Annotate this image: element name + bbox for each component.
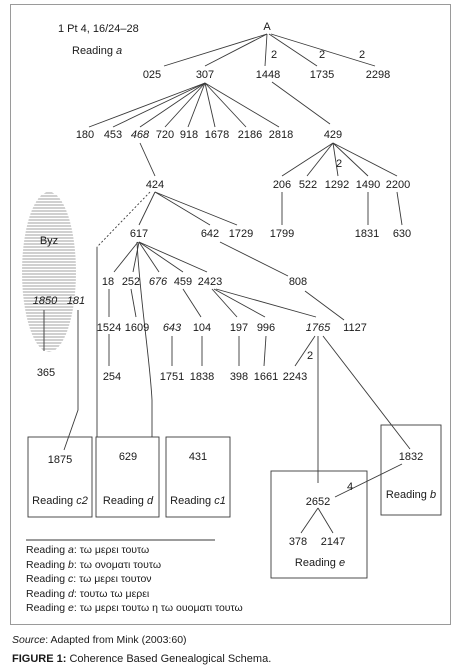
box-e-label: Reading e: [295, 557, 345, 569]
node-254: 254: [103, 371, 121, 383]
node-A: A: [263, 21, 271, 33]
byz-ellipse: [22, 192, 76, 352]
node-1765: 1765: [306, 322, 331, 334]
node-206: 206: [273, 179, 291, 191]
passage-label: 1 Pt 4, 16/24–28: [58, 23, 139, 35]
node-104: 104: [193, 322, 211, 334]
node-2186: 2186: [238, 129, 262, 141]
node-1524: 1524: [97, 322, 121, 334]
node-181: 181: [67, 295, 85, 307]
box-reading-b: [380, 424, 442, 516]
legend-item: Reading b: τω ονοματι τουτω: [26, 558, 162, 571]
node-424: 424: [146, 179, 164, 191]
edge-label-1765-2243: 2: [307, 350, 313, 362]
node-642: 642: [201, 228, 219, 240]
node-18: 18: [102, 276, 114, 288]
node-1832: 1832: [399, 451, 423, 463]
node-630: 630: [393, 228, 411, 240]
node-180: 180: [76, 129, 94, 141]
edge-label-a-1448: 2: [271, 49, 277, 61]
node-2423: 2423: [198, 276, 222, 288]
node-1127: 1127: [343, 322, 367, 334]
box-c2-label: Reading c2: [32, 495, 88, 507]
node-1661: 1661: [254, 371, 278, 383]
node-2298: 2298: [366, 69, 390, 81]
node-1448: 1448: [256, 69, 280, 81]
node-025: 025: [143, 69, 161, 81]
node-1490: 1490: [356, 179, 380, 191]
node-996: 996: [257, 322, 275, 334]
figure-frame: [10, 4, 451, 625]
node-2818: 2818: [269, 129, 293, 141]
box-c1-label: Reading c1: [170, 495, 226, 507]
node-1729: 1729: [229, 228, 253, 240]
legend-item: Reading e: τω μερει τουτω η τω ουοματι τ…: [26, 602, 243, 615]
node-1678: 1678: [205, 129, 229, 141]
node-1751: 1751: [160, 371, 184, 383]
legend-item: Reading d: τουτω τω μερει: [26, 587, 150, 600]
figure-caption: FIGURE 1: Coherence Based Genealogical S…: [12, 653, 272, 665]
source-note: Source: Adapted from Mink (2003:60): [12, 634, 187, 646]
edges: [43, 33, 411, 534]
node-431: 431: [189, 451, 207, 463]
node-1292: 1292: [325, 179, 349, 191]
legend-item: Reading c: τω μερει τουτον: [26, 573, 152, 586]
node-1875: 1875: [48, 454, 72, 466]
node-468: 468: [131, 129, 150, 141]
edge-label-a-2298: 2: [359, 49, 365, 61]
edge-label-1832-2652: 4: [347, 481, 353, 493]
box-d-label: Reading d: [103, 495, 154, 507]
node-2200: 2200: [386, 179, 410, 191]
box-reading-e: [270, 470, 368, 579]
box-reading-c1: [165, 436, 231, 518]
node-2243: 2243: [283, 371, 307, 383]
node-252: 252: [122, 276, 140, 288]
node-1838: 1838: [190, 371, 214, 383]
node-1831: 1831: [355, 228, 379, 240]
genealogical-schema: 1 Pt 4, 16/24–28 Reading a A 025 307 144…: [22, 21, 442, 579]
box-b-label: Reading b: [386, 489, 436, 501]
node-197: 197: [230, 322, 248, 334]
box-reading-d: [95, 436, 160, 518]
node-808: 808: [289, 276, 307, 288]
node-378: 378: [289, 536, 307, 548]
node-918: 918: [180, 129, 198, 141]
node-676: 676: [149, 276, 168, 288]
node-429: 429: [324, 129, 342, 141]
legend: Reading a: τω μερει τουτω Reading b: τω …: [26, 543, 326, 616]
legend-item: Reading a: τω μερει τουτω: [26, 544, 150, 556]
node-617: 617: [130, 228, 148, 240]
node-453: 453: [104, 129, 122, 141]
node-byz: Byz: [40, 235, 58, 247]
node-307: 307: [196, 69, 214, 81]
node-1799: 1799: [270, 228, 294, 240]
node-398: 398: [230, 371, 248, 383]
edge-label-a-1735: 2: [319, 49, 325, 61]
node-2147: 2147: [321, 536, 345, 548]
node-522: 522: [299, 179, 317, 191]
reading-a-header: Reading a: [72, 45, 122, 57]
node-1609: 1609: [125, 322, 149, 334]
node-1850: 1850: [33, 295, 58, 307]
node-365: 365: [37, 367, 55, 379]
edge-label-429-1292: 2: [336, 158, 342, 170]
node-720: 720: [156, 129, 174, 141]
node-2652: 2652: [306, 496, 330, 508]
node-459: 459: [174, 276, 192, 288]
node-1735: 1735: [310, 69, 334, 81]
node-643: 643: [163, 322, 182, 334]
node-629: 629: [119, 451, 137, 463]
box-reading-c2: [27, 436, 93, 518]
